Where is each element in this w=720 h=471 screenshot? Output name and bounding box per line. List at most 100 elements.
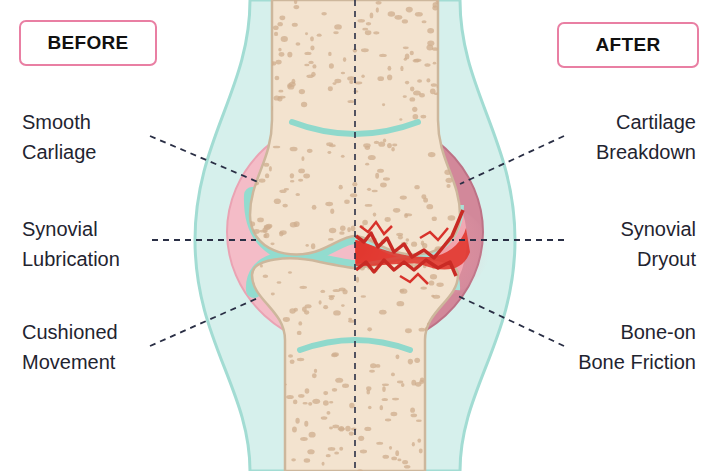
bone-dot <box>356 277 359 283</box>
bone-dot <box>404 213 408 218</box>
bone-dot <box>382 386 386 392</box>
bone-dot <box>403 46 409 49</box>
bone-dot <box>438 398 445 402</box>
bone-dot <box>282 204 288 208</box>
bone-dot <box>259 92 263 96</box>
bone-dot <box>292 427 297 433</box>
bone-dot <box>321 416 328 420</box>
bone-dot <box>279 52 285 57</box>
bone-dot <box>382 455 389 459</box>
bone-dot <box>328 447 336 451</box>
bone-dot <box>288 354 293 357</box>
bone-dot <box>322 462 325 466</box>
bone-dot <box>293 399 298 404</box>
bone-dot <box>261 60 267 64</box>
bone-dot <box>410 51 414 56</box>
bone-dot <box>367 188 371 191</box>
bone-dot <box>254 37 259 42</box>
bone-dot <box>405 328 412 333</box>
bone-dot <box>448 40 455 44</box>
bone-dot <box>305 32 308 35</box>
bone-dot <box>438 329 441 334</box>
bone-dot <box>312 205 317 210</box>
bone-dot <box>414 185 419 189</box>
bone-dot <box>290 359 295 364</box>
bone-dot <box>450 372 455 375</box>
bone-dot <box>345 426 350 432</box>
bone-dot <box>304 310 309 314</box>
bone-dot <box>366 22 371 26</box>
bone-dot <box>303 173 310 178</box>
bone-dot <box>262 418 269 424</box>
bone-dot <box>263 274 269 278</box>
bone-dot <box>310 36 314 41</box>
bone-dot <box>396 233 403 236</box>
bone-dot <box>422 20 427 23</box>
bone-dot <box>330 208 334 214</box>
bone-dot <box>247 221 255 226</box>
bone-dot <box>414 358 420 363</box>
bone-dot <box>427 40 434 45</box>
bone-dot <box>367 327 372 331</box>
bone-dot <box>329 63 334 69</box>
bone-dot <box>452 361 459 364</box>
bone-dot <box>445 139 451 143</box>
bone-dot <box>347 227 351 232</box>
bone-dot <box>256 44 261 49</box>
bone-dot <box>383 177 390 180</box>
bone-dot <box>341 155 345 158</box>
bone-dot <box>264 233 269 238</box>
bone-dot <box>389 446 392 450</box>
bone-dot <box>261 411 267 417</box>
bone-dot <box>297 358 304 361</box>
bone-dot <box>271 293 275 296</box>
bone-dot <box>287 52 292 58</box>
bone-dot <box>300 437 308 441</box>
bone-dot <box>396 301 404 306</box>
bone-dot <box>304 458 310 462</box>
bone-dot <box>448 215 456 220</box>
bone-dot <box>433 62 437 65</box>
bone-dot <box>395 354 399 359</box>
bone-dot <box>377 76 384 81</box>
bone-dot <box>317 34 322 37</box>
bone-dot <box>341 72 345 75</box>
leader-line <box>150 298 258 346</box>
bone-dot <box>349 431 354 435</box>
bone-dot <box>252 182 259 186</box>
bone-dot <box>429 281 435 286</box>
bone-dot <box>365 204 373 207</box>
bone-dot <box>430 364 436 369</box>
callout-label: Synovial Dryout <box>574 214 696 274</box>
bone-dot <box>357 469 363 471</box>
bone-dot <box>312 373 317 378</box>
bone-dot <box>268 105 273 111</box>
bone-dot <box>390 412 397 416</box>
bone-dot <box>379 310 387 315</box>
bone-dot <box>288 271 292 273</box>
bone-dot <box>276 60 282 65</box>
bone-dot <box>314 369 317 373</box>
bone-dot <box>332 352 339 356</box>
bone-dot <box>433 2 437 8</box>
bone-dot <box>447 308 451 311</box>
bone-dot <box>368 406 372 409</box>
bone-dot <box>266 427 270 430</box>
bone-dot <box>453 116 461 121</box>
bone-dot <box>382 103 385 106</box>
bone-dot <box>414 59 422 62</box>
bone-dot <box>277 281 282 283</box>
bone-dot <box>443 68 447 71</box>
bone-dot <box>339 447 343 451</box>
bone-dot <box>357 19 365 22</box>
bone-dot <box>439 371 444 374</box>
bone-dot <box>365 163 369 166</box>
bone-dot <box>416 420 422 422</box>
bone-dot <box>361 295 366 298</box>
bone-dot <box>370 13 374 19</box>
bone-dot <box>298 168 305 173</box>
bone-dot <box>382 384 389 387</box>
bone-dot <box>305 388 310 394</box>
bone-dot <box>278 96 285 99</box>
bone-dot <box>329 401 333 403</box>
